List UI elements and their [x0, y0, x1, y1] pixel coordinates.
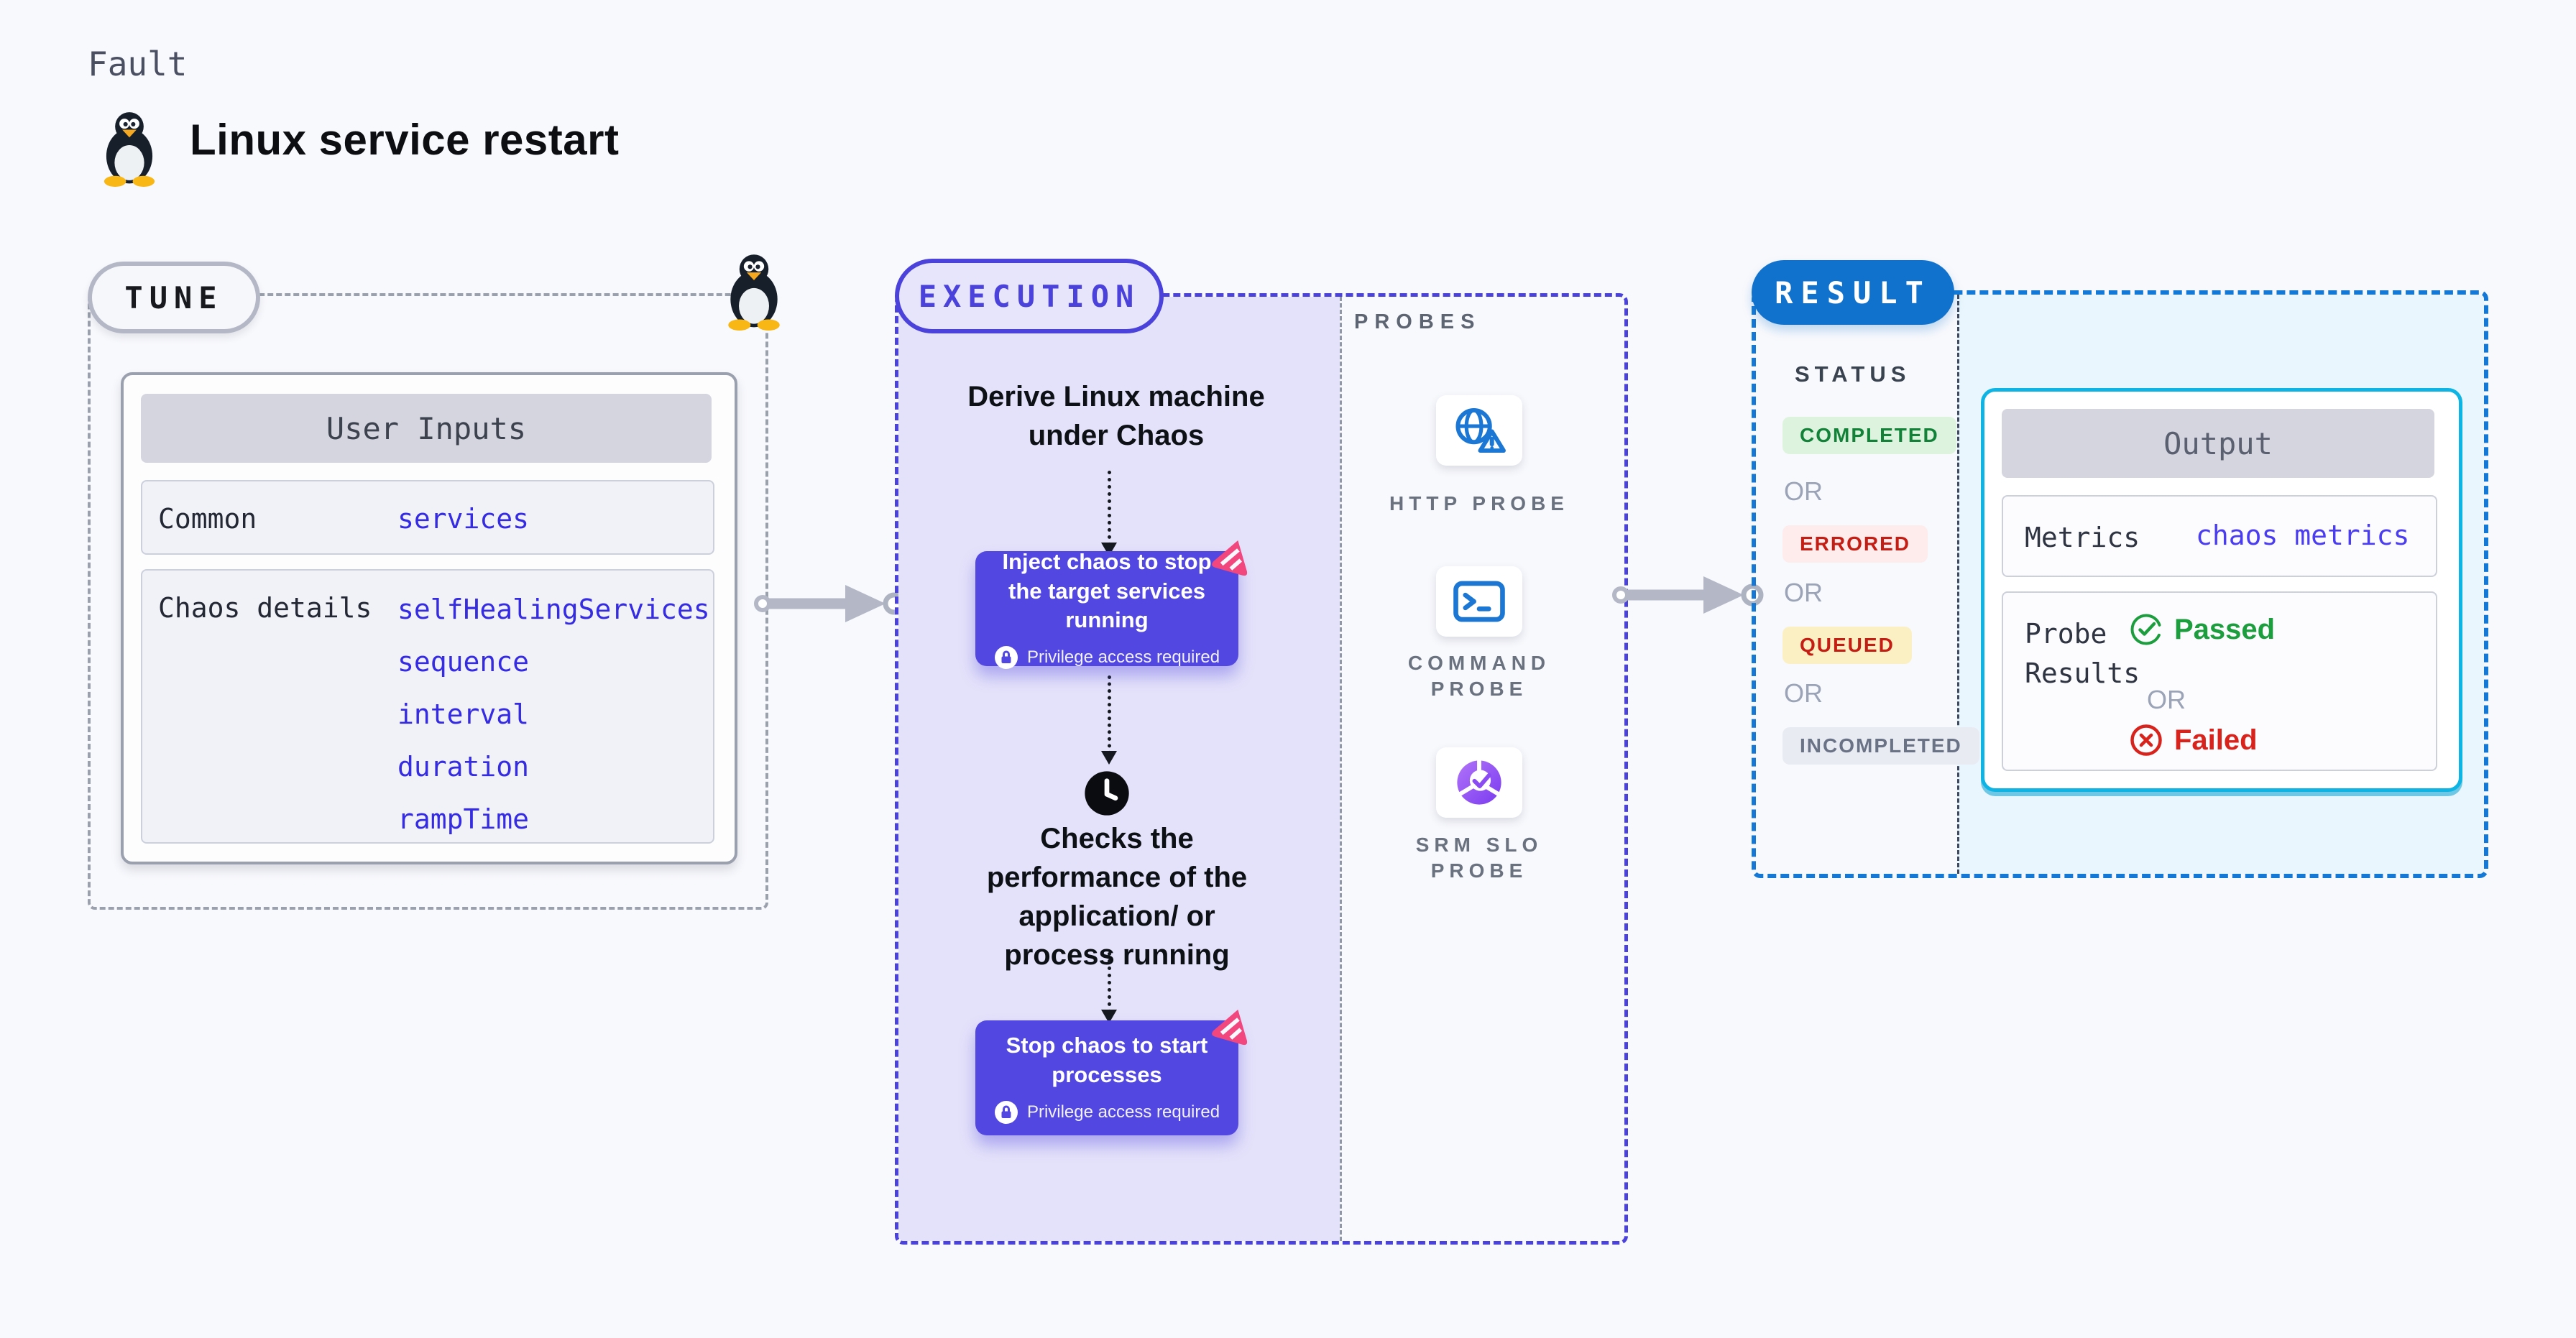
status-badge-incompleted: INCOMPLETED	[1782, 727, 1979, 765]
probe-results-label: Probe Results	[2025, 618, 2140, 690]
row-label: Common	[158, 503, 257, 535]
privilege-note: Privilege access required	[1026, 647, 1220, 668]
srm-slo-probe-icon	[1457, 758, 1501, 805]
command-probe-icon	[1453, 581, 1505, 622]
or-separator: OR	[1784, 578, 1823, 607]
user-inputs-row-common: Common services	[141, 480, 714, 555]
execution-to-result-arrow	[1612, 576, 1764, 614]
chaos-icon	[1212, 1010, 1248, 1046]
sequence-link[interactable]: sequence	[397, 646, 530, 678]
execution-pill-label: EXECUTION	[918, 278, 1141, 314]
tux-penguin-icon	[728, 254, 780, 331]
status-divider	[1957, 295, 1959, 874]
http-probe-icon	[1455, 407, 1506, 453]
inject-chaos-step: Inject chaos to stop the target services…	[975, 540, 1248, 670]
or-separator: OR	[1784, 476, 1823, 506]
metrics-row: Metrics chaos metrics	[2002, 495, 2437, 577]
passed-check-icon	[2130, 614, 2162, 645]
http-probe-card	[1436, 395, 1522, 466]
stop-chaos-step: Stop chaos to start processes Privilege …	[975, 1010, 1248, 1135]
status-badge-errored: ERRORED	[1782, 525, 1928, 563]
user-inputs-card: User Inputs Common services Chaos detail…	[121, 372, 737, 864]
chaos-metrics-link[interactable]: chaos metrics	[2196, 520, 2410, 551]
duration-link[interactable]: duration	[397, 751, 530, 783]
flow-arrow-down	[1101, 675, 1117, 765]
status-badge-queued: QUEUED	[1782, 627, 1912, 664]
or-separator: OR	[1784, 678, 1823, 708]
or-separator: OR	[2147, 685, 2186, 714]
passed-text: Passed	[2174, 613, 2276, 645]
output-card: Output Metrics chaos metrics Probe Resul…	[1981, 388, 2462, 792]
stop-chaos-title: Stop chaos to start processes	[1006, 1033, 1208, 1087]
lock-icon	[994, 1100, 1018, 1124]
http-probe-label: HTTP PROBE	[1389, 492, 1569, 515]
tune-pill: TUNE	[88, 262, 260, 333]
probe-results-row: Probe Results Passed OR Failed	[2002, 591, 2437, 771]
tune-pill-label: TUNE	[124, 280, 224, 315]
fault-eyebrow: Fault	[88, 45, 188, 83]
user-inputs-row-chaos-details: Chaos details selfHealingServices sequen…	[141, 569, 714, 844]
execution-step-derive: Derive Linux machine under Chaos	[967, 381, 1265, 451]
command-probe-label: COMMAND PROBE	[1407, 652, 1551, 701]
command-probe-card	[1436, 566, 1522, 637]
status-badge-completed: COMPLETED	[1782, 417, 1956, 454]
tux-penguin-icon	[104, 112, 155, 187]
flow-arrow-down	[1101, 952, 1117, 1023]
execution-step-checks: Checks the performance of the applicatio…	[986, 823, 1248, 971]
page-title: Linux service restart	[190, 116, 620, 164]
clock-icon	[1085, 771, 1129, 816]
output-title: Output	[2002, 409, 2434, 478]
result-pill-label: RESULT	[1775, 274, 1931, 310]
failed-x-icon	[2130, 724, 2162, 756]
srm-slo-probe-card	[1436, 747, 1522, 818]
self-healing-services-link[interactable]: selfHealingServices	[397, 594, 710, 625]
result-pill: RESULT	[1752, 260, 1954, 325]
ramp-time-link[interactable]: rampTime	[397, 803, 530, 835]
failed-text: Failed	[2174, 724, 2258, 756]
lock-icon	[994, 646, 1018, 670]
srm-slo-probe-label: SRM SLO PROBE	[1415, 834, 1543, 882]
user-inputs-title: User Inputs	[141, 394, 712, 463]
flow-arrow-down	[1101, 471, 1117, 556]
privilege-note: Privilege access required	[1026, 1102, 1220, 1122]
tune-to-execution-arrow	[754, 585, 906, 622]
execution-pill: EXECUTION	[895, 259, 1164, 333]
metrics-label: Metrics	[2025, 522, 2140, 553]
probes-divider	[1340, 297, 1342, 1241]
status-label: STATUS	[1795, 361, 1911, 387]
probes-label: PROBES	[1354, 310, 1481, 333]
inject-chaos-title: Inject chaos to stop the target services…	[1002, 548, 1212, 633]
interval-link[interactable]: interval	[397, 698, 530, 730]
services-link[interactable]: services	[397, 503, 530, 535]
row-label: Chaos details	[158, 592, 372, 624]
chaos-icon	[1212, 540, 1248, 576]
